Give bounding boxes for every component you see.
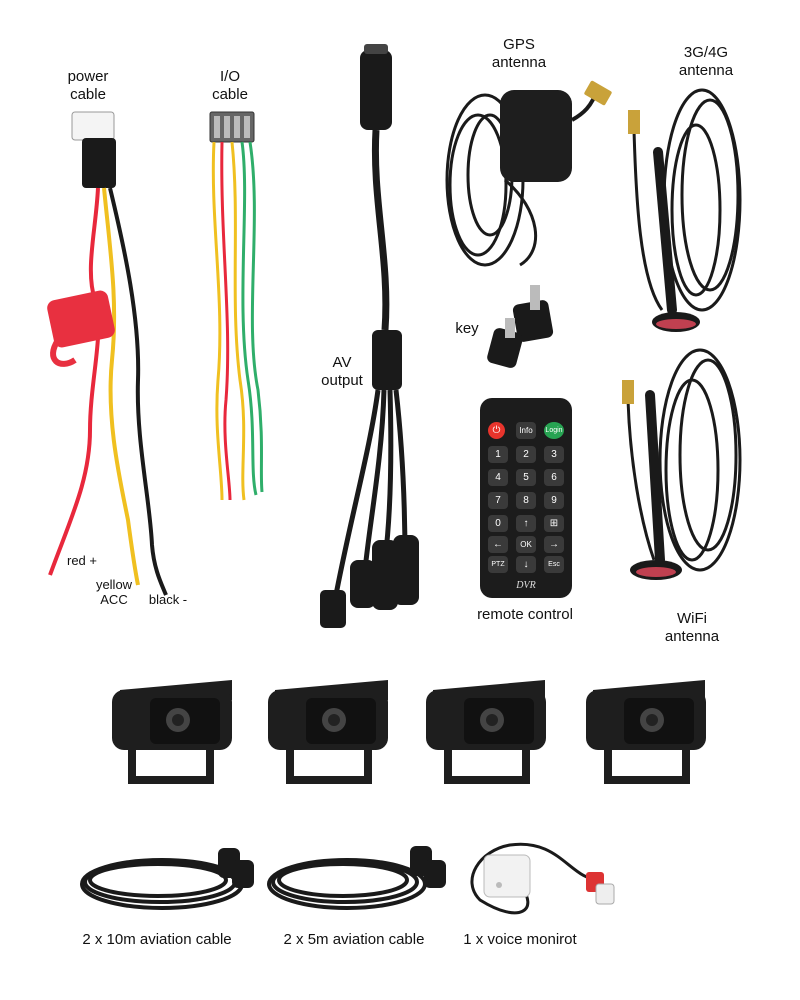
power-cable-image: [47, 111, 168, 596]
remote-key[interactable]: 1: [488, 446, 508, 463]
remote-key[interactable]: ↓: [516, 556, 536, 573]
remote-key[interactable]: ←: [488, 536, 508, 553]
remote-key[interactable]: 0: [488, 515, 508, 532]
aviation-cable-10m-label: 2 x 10m aviation cable: [82, 931, 232, 948]
remote-key[interactable]: ↑: [516, 515, 536, 532]
remote-power-button[interactable]: ⏻: [488, 422, 505, 439]
remote-key[interactable]: PTZ: [488, 556, 508, 573]
power-cable-label: power cable: [67, 68, 109, 103]
remote-key[interactable]: →: [544, 536, 564, 553]
io-cable-label: I/O cable: [212, 68, 248, 103]
aviation-cable-5m-image: [267, 846, 446, 910]
remote-key[interactable]: 9: [544, 492, 564, 509]
gps-antenna-image: [445, 80, 612, 267]
camera-4-image: [586, 680, 706, 784]
remote-key[interactable]: OK: [516, 536, 536, 553]
key-label: key: [455, 320, 479, 337]
camera-2-image: [268, 680, 388, 784]
yellow-wire-label: yellow ACC: [95, 577, 133, 607]
remote-key[interactable]: Esc: [544, 556, 564, 573]
remote-key[interactable]: 6: [544, 469, 564, 486]
black-wire-label: black -: [148, 592, 188, 607]
remote-key[interactable]: 2: [516, 446, 536, 463]
remote-keypad: ⏻ Info Login 1 2 3 4 5 6 7 8 9 0 ↑ ⊞ ← O…: [480, 398, 572, 598]
remote-key[interactable]: ⊞: [544, 515, 564, 532]
remote-control-label: remote control: [477, 606, 573, 623]
antenna-3g4g-label: 3G/4G antenna: [678, 44, 734, 79]
aviation-cable-5m-label: 2 x 5m aviation cable: [283, 931, 425, 948]
wifi-antenna-image: [622, 348, 742, 580]
antenna-3g4g-image: [628, 88, 742, 332]
wifi-antenna-label: WiFi antenna: [664, 610, 720, 645]
camera-1-image: [112, 680, 232, 784]
remote-info-button[interactable]: Info: [516, 422, 536, 439]
av-output-label: AV output: [321, 354, 363, 389]
red-wire-label: red +: [67, 553, 97, 568]
remote-login-button[interactable]: Login: [544, 422, 564, 439]
av-output-cable-image: [320, 44, 419, 628]
remote-key[interactable]: 8: [516, 492, 536, 509]
gps-antenna-label: GPS antenna: [491, 36, 547, 71]
keys-image: [487, 285, 554, 368]
voice-monitor-label: 1 x voice monirot: [463, 931, 577, 948]
aviation-cable-10m-image: [80, 848, 254, 910]
camera-3-image: [426, 680, 546, 784]
remote-key[interactable]: 3: [544, 446, 564, 463]
remote-key[interactable]: 5: [516, 469, 536, 486]
voice-monitor-image: [470, 842, 615, 915]
remote-key[interactable]: 4: [488, 469, 508, 486]
remote-key[interactable]: 7: [488, 492, 508, 509]
remote-brand: DVR: [516, 580, 536, 591]
io-cable-image: [209, 111, 264, 501]
